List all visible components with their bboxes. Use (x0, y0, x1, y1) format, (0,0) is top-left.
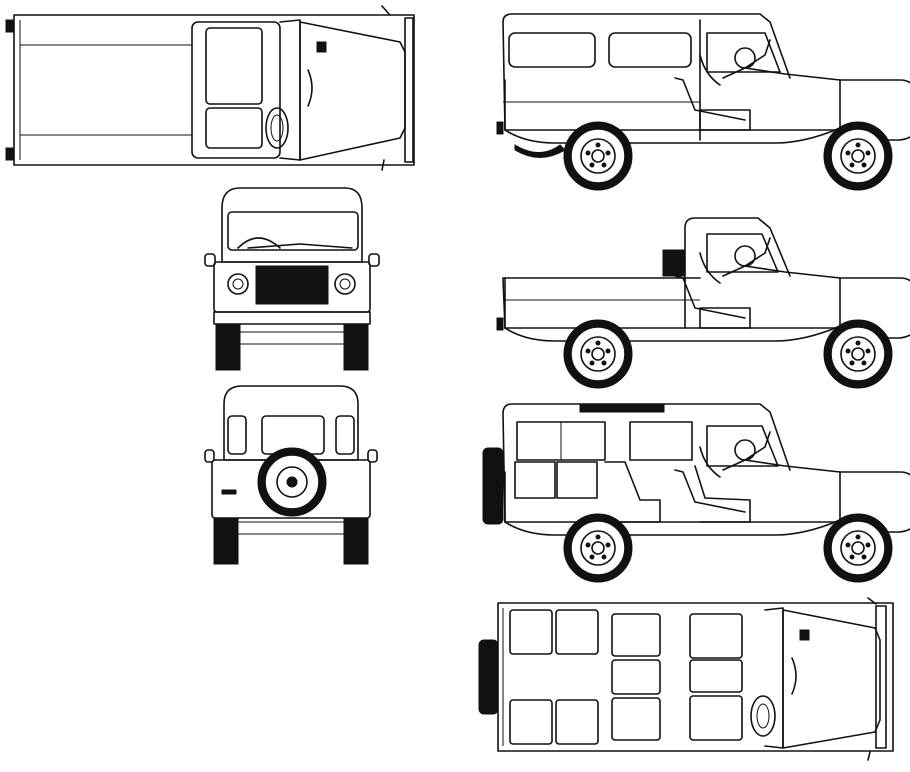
side-view-pickup (496, 217, 910, 389)
rear-view (204, 385, 378, 565)
top-view-station-wagon (478, 597, 894, 761)
side-view-station-wagon (482, 403, 910, 583)
top-view-pickup (5, 5, 415, 171)
front-view (204, 187, 380, 371)
side-view-hardtop (496, 13, 910, 191)
